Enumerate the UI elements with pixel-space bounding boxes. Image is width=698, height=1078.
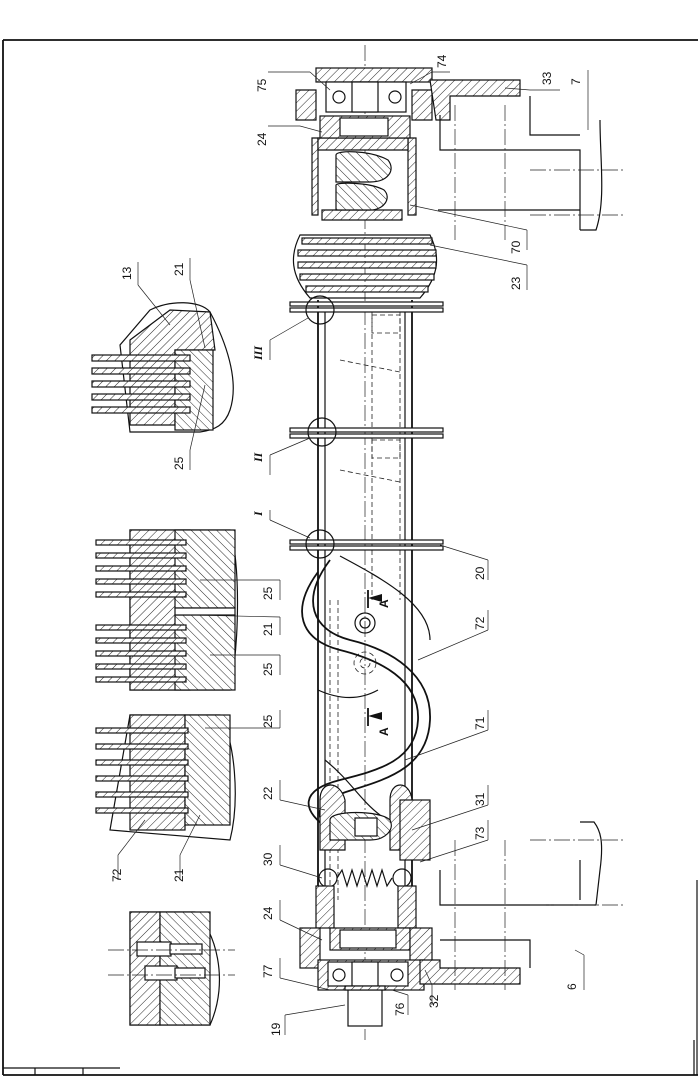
callout-21-detail-ii: 21 bbox=[261, 622, 275, 636]
callout-13: 13 bbox=[120, 266, 134, 280]
callout-25-detail-iii: 25 bbox=[172, 456, 186, 470]
callout-III: III bbox=[251, 345, 265, 361]
screw-conveyor-assembly: A A bbox=[289, 45, 625, 1040]
callout-6: 6 bbox=[565, 983, 579, 990]
callout-I: I bbox=[251, 510, 265, 517]
callout-70: 70 bbox=[509, 240, 523, 254]
callout-20: 20 bbox=[473, 566, 487, 580]
section-mark-lower: A bbox=[377, 727, 391, 736]
callout-71: 71 bbox=[473, 716, 487, 730]
callout-30: 30 bbox=[261, 852, 275, 866]
section-marks: A A bbox=[367, 590, 391, 736]
callout-73: 73 bbox=[473, 826, 487, 840]
ribbed-hub bbox=[292, 234, 438, 299]
callout-21-detail-iii: 21 bbox=[172, 262, 186, 276]
callout-23: 23 bbox=[509, 276, 523, 290]
callout-76: 76 bbox=[393, 1002, 407, 1016]
callout-22: 22 bbox=[261, 786, 275, 800]
flange-plates bbox=[289, 295, 444, 559]
detail-view-I bbox=[95, 714, 236, 841]
callout-25-detail-ii-bottom: 25 bbox=[261, 662, 275, 676]
callout-72-main: 72 bbox=[473, 616, 487, 630]
callout-32: 32 bbox=[427, 994, 441, 1008]
callout-77: 77 bbox=[261, 964, 275, 978]
callout-24-bottom: 24 bbox=[261, 906, 275, 920]
callout-labels: 75 74 33 7 24 70 23 13 21 25 III II I 20… bbox=[110, 54, 583, 1036]
bottom-end-assembly bbox=[299, 784, 625, 1027]
callout-24-top: 24 bbox=[255, 132, 269, 146]
detail-view-III bbox=[91, 302, 234, 433]
callout-31: 31 bbox=[473, 792, 487, 806]
leader-lines bbox=[117, 70, 589, 1035]
detail-view-bolt bbox=[108, 911, 235, 1026]
top-end-assembly bbox=[295, 67, 625, 240]
callout-7: 7 bbox=[569, 78, 583, 85]
callout-74: 74 bbox=[435, 54, 449, 68]
callout-19: 19 bbox=[269, 1022, 283, 1036]
detail-view-II bbox=[95, 529, 239, 691]
section-mark-upper: A bbox=[377, 599, 391, 608]
callout-75: 75 bbox=[255, 78, 269, 92]
callout-II: II bbox=[251, 451, 265, 463]
callout-72-detail-i: 72 bbox=[110, 868, 124, 882]
callout-21-detail-i: 21 bbox=[172, 868, 186, 882]
callout-33: 33 bbox=[540, 71, 554, 85]
sheet-frame bbox=[2, 39, 698, 1076]
callout-25-detail-i: 25 bbox=[261, 714, 275, 728]
center-holes bbox=[353, 612, 377, 675]
callout-25-detail-ii-top: 25 bbox=[261, 586, 275, 600]
